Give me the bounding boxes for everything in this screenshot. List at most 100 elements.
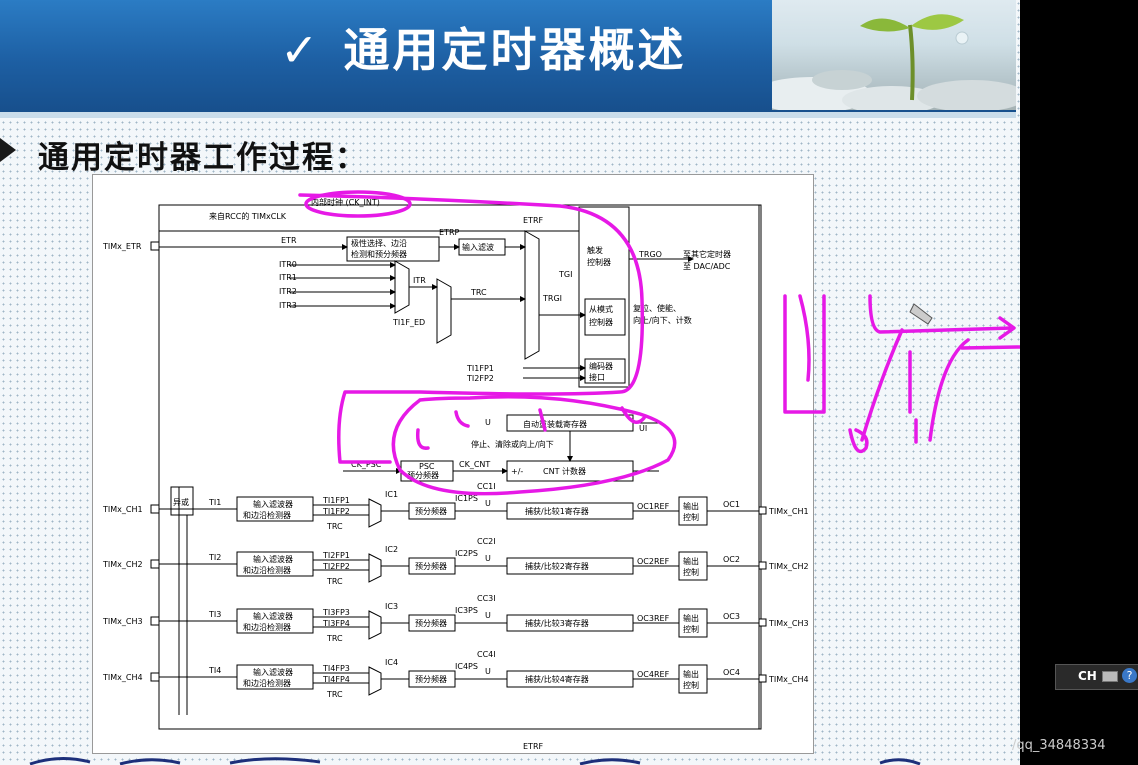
ch2-fp-b-label: TI2FP2 [322, 562, 350, 571]
ch1-u-label: U [485, 499, 491, 508]
etrf-bottom-label: ETRF [523, 742, 544, 751]
ch3-output-ctrl-block [678, 608, 708, 638]
ch1-ccr-label: 捕获/比较1寄存器 [525, 506, 589, 516]
ch3-ti-label: TI3 [208, 610, 221, 619]
trgo-label: TRGO [638, 250, 662, 259]
ch1-cci-label: CC1I [477, 482, 496, 491]
ch4-filter-line2: 和边沿检测器 [243, 678, 291, 688]
ch3-filter-block [236, 608, 314, 634]
ch3-ccr-label: 捕获/比较3寄存器 [525, 618, 589, 628]
psc-line1: PSC [419, 462, 435, 471]
rcc-clk-label: 来自RCC的 TIMxCLK [209, 211, 287, 221]
keyboard-icon[interactable] [1102, 671, 1118, 682]
ch1-ic-label: IC1 [385, 490, 398, 499]
ch3-out-pin-label: TIMx_CH3 [768, 619, 809, 628]
ch2-ti-label: TI2 [208, 553, 221, 562]
ch2-fp-a-label: TI2FP1 [322, 551, 350, 560]
ch4-ccr-label: 捕获/比较4寄存器 [525, 674, 589, 684]
handwritten-annotations [298, 190, 1020, 496]
ch4-output-ctrl-block [678, 664, 708, 694]
ch1-output-line1: 输出 [683, 501, 699, 511]
etrp-label: ETRP [439, 228, 460, 237]
ch3-ic-label: IC3 [385, 602, 398, 611]
polarity-line2: 检测和预分频器 [351, 249, 407, 259]
stop-clear-label: 停止、清除或向上/向下 [471, 439, 554, 449]
itr-label: ITR [413, 276, 426, 285]
etr-label: ETR [281, 236, 297, 245]
ti1f-ed-label: TI1F_ED [392, 318, 425, 327]
slave-ctrl-line2: 控制器 [589, 317, 613, 327]
ch4-ref-label: OC4REF [637, 670, 670, 679]
ch3-output-line1: 输出 [683, 613, 699, 623]
sprout-photo [772, 0, 1016, 110]
check-icon: ✓ [280, 23, 322, 77]
ch1-filter-line2: 和边沿检测器 [243, 510, 291, 520]
clock-int-label: 内部时钟 (CK_INT) [311, 197, 380, 207]
ch1-trc-label: TRC [326, 522, 343, 531]
ch2-out-pin-label: TIMx_CH2 [768, 562, 809, 571]
polarity-line1: 极性选择、边沿 [351, 238, 407, 248]
input-filter-label: 输入滤波 [462, 242, 494, 252]
ch3-u-label: U [485, 611, 491, 620]
ch4-oc-label: OC4 [723, 668, 740, 677]
ch3-filter-line1: 输入滤波器 [253, 611, 293, 621]
autoreload-label: 自动重装载寄存器 [523, 419, 587, 429]
ch2-pin-label: TIMx_CH2 [102, 560, 143, 569]
ti1fp1-label: TI1FP1 [466, 364, 494, 373]
slide: ✓通用定时器概述 通用定时器工作过程： [0, 0, 1020, 765]
encoder-line1: 编码器 [589, 361, 613, 371]
ch3-cci-label: CC3I [477, 594, 496, 603]
ch4-mux [368, 666, 382, 696]
ui-label: UI [639, 424, 647, 433]
ch3-trc-label: TRC [326, 634, 343, 643]
ch3-filter-line2: 和边沿检测器 [243, 622, 291, 632]
ch3-icps-label: IC3PS [455, 606, 478, 615]
etrf-label: ETRF [523, 216, 544, 225]
xor-label: 异或 [173, 497, 189, 507]
etr-pin-label: TIMx_ETR [102, 242, 142, 251]
triangle-bullet-icon [0, 138, 16, 162]
ime-language-label[interactable]: CH [1078, 669, 1097, 683]
ch4-u-label: U [485, 667, 491, 676]
ch2-filter-line1: 输入滤波器 [253, 554, 293, 564]
ti2fp2-label: TI2FP2 [466, 374, 494, 383]
trgo-dest-line1: 至其它定时器 [683, 249, 731, 259]
autoreload-u-label: U [485, 418, 491, 427]
ch2-u-label: U [485, 554, 491, 563]
ch2-ref-label: OC2REF [637, 557, 670, 566]
ch4-filter-line1: 输入滤波器 [253, 667, 293, 677]
tgi-label: TGI [558, 270, 572, 279]
ch2-filter-line2: 和边沿检测器 [243, 565, 291, 575]
itr0-label: ITR0 [279, 260, 297, 269]
ime-toolbar[interactable]: CH ? [1055, 664, 1138, 690]
bottom-handwriting [29, 757, 921, 765]
itr1-label: ITR1 [279, 273, 297, 282]
ch4-prescaler-label: 预分频器 [415, 674, 447, 684]
ch3-fp-b-label: TI3FP4 [322, 619, 350, 628]
ch4-ti-label: TI4 [208, 666, 221, 675]
trgi-label: TRGI [542, 294, 562, 303]
itr3-label: ITR3 [279, 301, 297, 310]
ch1-output-ctrl-block [678, 496, 708, 526]
encoder-line2: 接口 [589, 372, 605, 382]
title-banner: ✓ 通用定时器概述 [0, 0, 1016, 118]
help-icon[interactable]: ? [1122, 668, 1137, 683]
dark-side-panel [1020, 0, 1138, 765]
ch1-icps-label: IC1PS [455, 494, 478, 503]
ch1-filter-block [236, 496, 314, 522]
ch2-trc-label: TRC [326, 577, 343, 586]
ch1-output-line2: 控制 [683, 512, 699, 522]
ch3-fp-a-label: TI3FP3 [322, 608, 350, 617]
itr2-label: ITR2 [279, 287, 297, 296]
ch1-ref-label: OC1REF [637, 502, 670, 511]
slide-title-text: 通用定时器概述 [343, 23, 687, 77]
ch3-mux [368, 610, 382, 640]
ch2-filter-block [236, 551, 314, 577]
ch1-fp-b-label: TI1FP2 [322, 507, 350, 516]
watermark: /qq_34848334 [1012, 738, 1106, 753]
ch2-icps-label: IC2PS [455, 549, 478, 558]
ch4-out-pin-label: TIMx_CH4 [768, 675, 809, 684]
ch1-mux [368, 498, 382, 528]
ch3-output-line2: 控制 [683, 624, 699, 634]
ch1-output-pin [758, 506, 767, 515]
